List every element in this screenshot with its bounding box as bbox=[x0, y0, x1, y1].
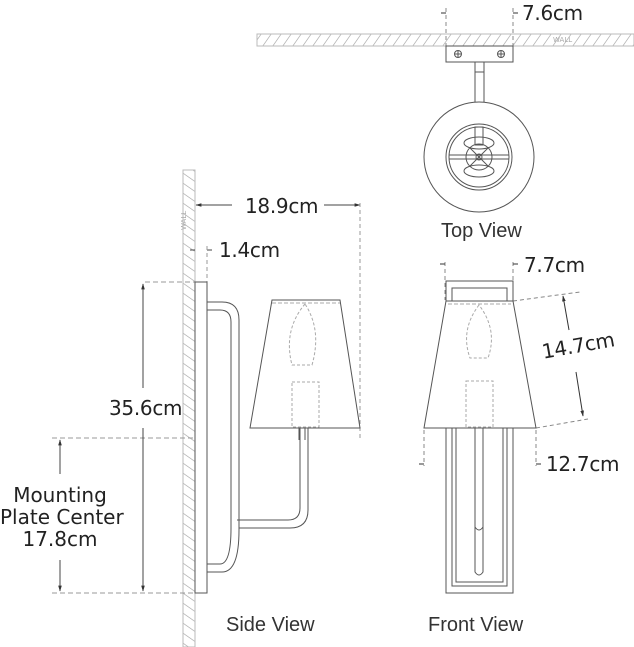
dim-label-overall-height: 35.6cm bbox=[109, 396, 183, 420]
wall-label-side: WALL bbox=[180, 210, 188, 230]
side-view bbox=[52, 169, 361, 647]
side-backplate bbox=[194, 281, 208, 594]
top-view bbox=[256, 8, 634, 213]
side-wall bbox=[182, 169, 196, 647]
view-label-front: Front View bbox=[428, 614, 524, 636]
front-shade bbox=[423, 300, 537, 429]
mounting-label-line1: Mounting bbox=[13, 483, 107, 507]
mounting-label-value: 17.8cm bbox=[22, 527, 98, 551]
screw-icon bbox=[454, 50, 505, 58]
dim-backplate-depth bbox=[190, 246, 212, 283]
dim-backplate-width bbox=[441, 8, 518, 46]
dim-label-backplate-depth: 1.4cm bbox=[219, 238, 280, 262]
dim-shade-width bbox=[419, 430, 541, 466]
side-arm bbox=[207, 301, 309, 573]
dim-shade-height bbox=[512, 291, 589, 429]
mounting-label-line2: Plate Center bbox=[0, 505, 124, 529]
top-shade bbox=[423, 101, 535, 213]
side-shade bbox=[249, 299, 361, 429]
wall-label-top: WALL bbox=[553, 36, 573, 44]
dim-label-front-top-width: 7.7cm bbox=[524, 253, 585, 277]
dim-label-shade-width: 12.7cm bbox=[546, 452, 620, 476]
dim-label-extension: 18.9cm bbox=[245, 194, 319, 218]
view-label-top: Top View bbox=[441, 220, 522, 242]
dim-label-backplate-width: 7.6cm bbox=[522, 1, 583, 25]
dim-extension bbox=[195, 203, 361, 440]
view-label-side: Side View bbox=[226, 614, 315, 636]
front-view bbox=[419, 262, 589, 594]
mounting-plate-center-label: Mounting Plate Center 17.8cm bbox=[0, 483, 124, 551]
